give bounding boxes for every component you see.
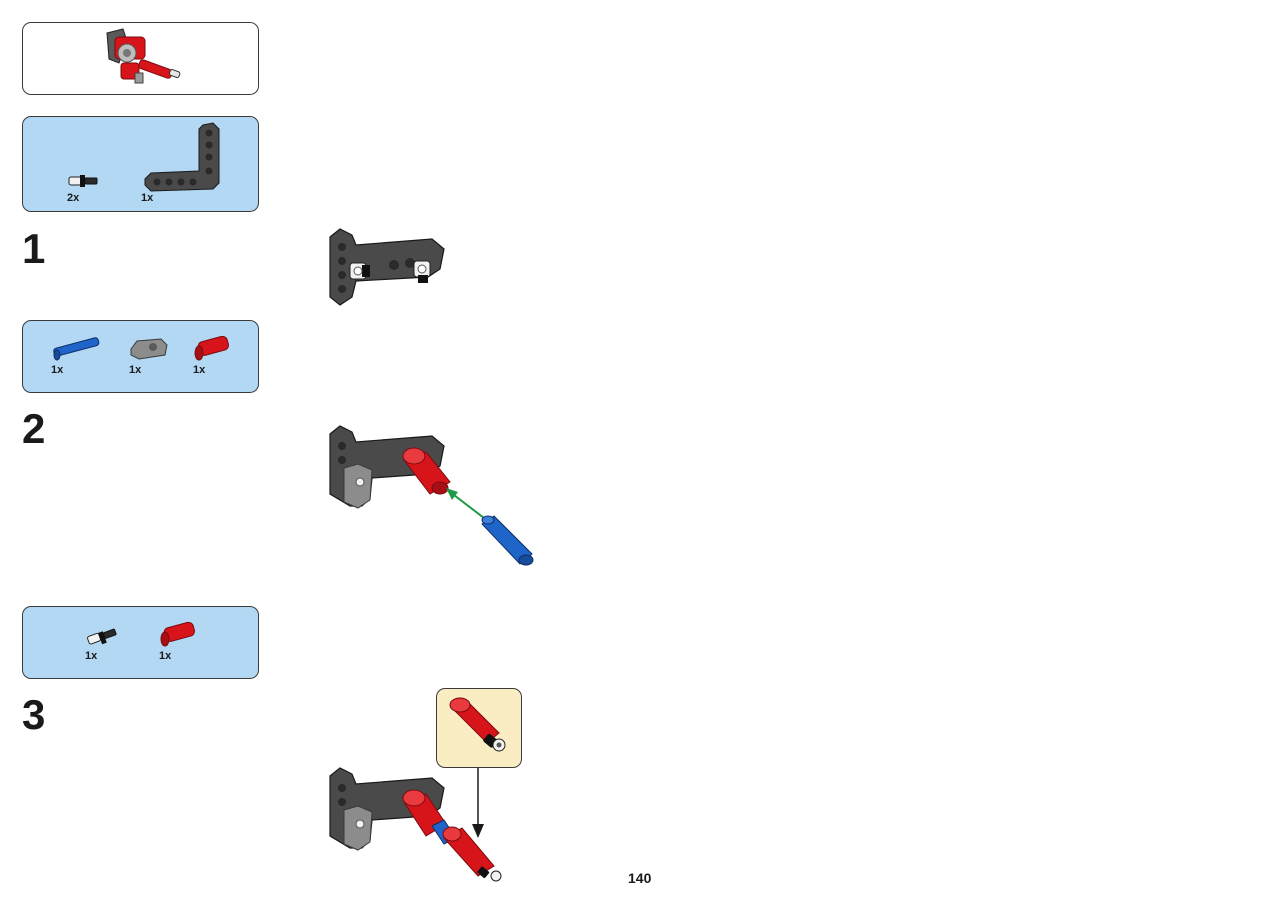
- part-quantity: 2x: [67, 192, 80, 204]
- parts-list-step-3: 1x 1x: [22, 606, 259, 679]
- submodel-preview-box: [22, 22, 259, 95]
- parts-list-step-2: 1x 1x 1x: [22, 320, 259, 393]
- friction-pin-with-axle-icon: [68, 175, 98, 187]
- part-quantity: 1x: [129, 364, 142, 376]
- l-shaped-beam-icon: [144, 122, 220, 192]
- submodel-preview-icon: [106, 28, 181, 84]
- red-pin-connector-icon: [160, 621, 195, 647]
- sub-assembly-callout: [436, 688, 522, 768]
- step-number: 3: [22, 691, 46, 738]
- part-quantity: 1x: [85, 650, 98, 662]
- step-number: 2: [22, 405, 46, 452]
- parts-list-step-1: 2x 1x: [22, 116, 259, 212]
- step-3-assembly-illustration: [329, 767, 502, 882]
- gray-axle-connector-icon: [130, 338, 168, 360]
- long-axle-pin-icon: [53, 337, 100, 361]
- part-quantity: 1x: [159, 650, 172, 662]
- step-number: 1: [22, 225, 46, 272]
- page-number: 140: [628, 870, 652, 886]
- friction-pin-with-axle-icon: [87, 628, 117, 645]
- part-quantity: 1x: [51, 364, 64, 376]
- step-2-assembly-illustration: [329, 425, 534, 566]
- part-quantity: 1x: [141, 192, 154, 204]
- red-pin-connector-icon: [194, 335, 229, 361]
- sub-assembly-icon: [449, 697, 506, 752]
- part-quantity: 1x: [193, 364, 206, 376]
- step-1-assembly-illustration: [329, 228, 445, 306]
